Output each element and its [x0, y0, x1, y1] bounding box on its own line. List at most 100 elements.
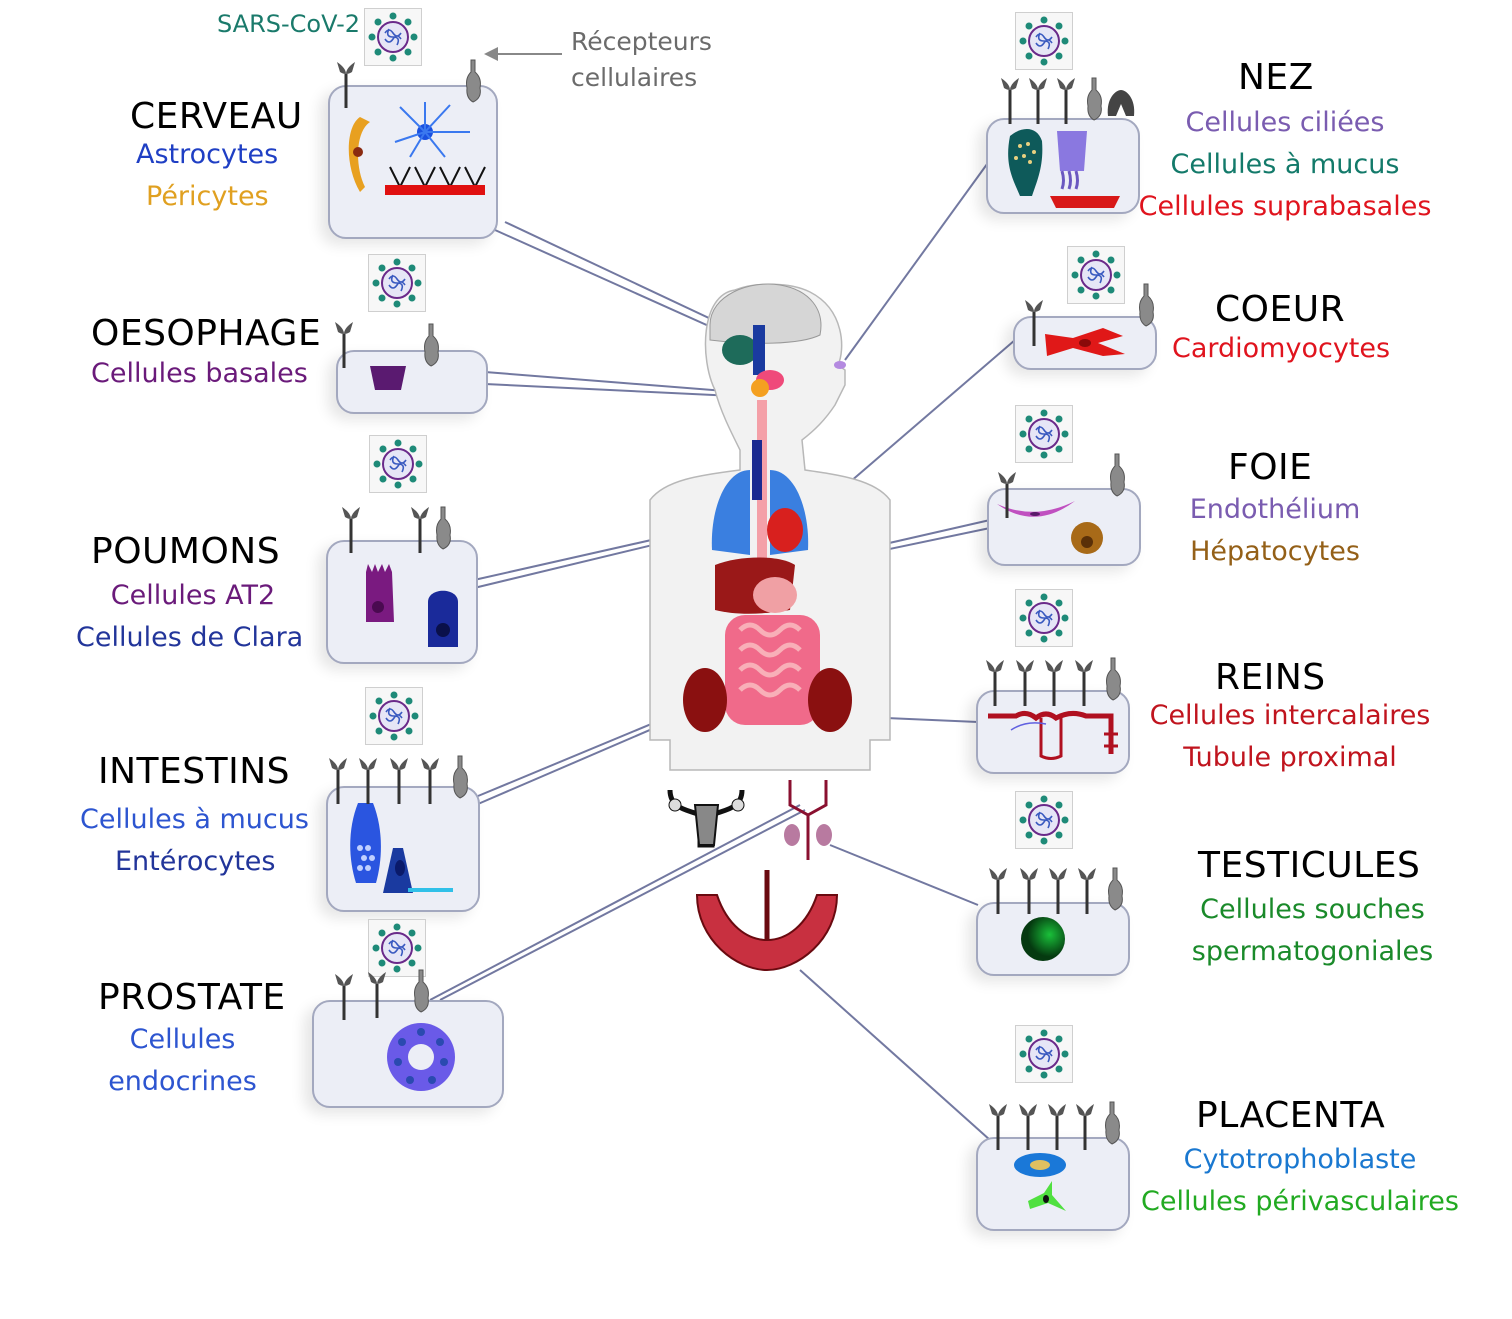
cell-label: Cellules à mucus	[80, 804, 309, 835]
nephron-illustration	[988, 710, 1118, 760]
cell-label: Cellules ciliées	[1185, 107, 1385, 138]
receptor-icon	[1043, 658, 1065, 708]
cell-box-poumons	[326, 540, 478, 664]
organ-title-nez: NEZ	[1238, 57, 1314, 98]
heart	[767, 508, 803, 552]
receptor-icon	[388, 756, 410, 806]
receptor-icon	[1107, 90, 1135, 116]
receptor-icon	[333, 972, 355, 1022]
virus-icon	[364, 8, 422, 66]
receptor-icon	[1073, 658, 1095, 708]
receptor-icon	[987, 866, 1009, 916]
receptor-icon	[1027, 76, 1049, 126]
cell-box-placenta	[976, 1137, 1130, 1231]
receptor-icon	[1014, 658, 1036, 708]
connector-placenta	[799, 969, 991, 1141]
male-reproductive	[784, 780, 832, 860]
cell-label: Endothélium	[1189, 494, 1361, 525]
virus-icon	[368, 254, 426, 312]
organ-title-prostate: PROSTATE	[98, 977, 286, 1018]
virus-icon	[1015, 12, 1073, 70]
receptor-icon	[1102, 656, 1124, 704]
receptor-icon	[1017, 1102, 1039, 1152]
organ-title-poumons: POUMONS	[91, 531, 281, 572]
salivary-gland-b	[751, 379, 769, 397]
receptor-icon	[335, 60, 357, 110]
receptor-icon	[1106, 452, 1128, 500]
virus-icon	[1067, 246, 1125, 304]
receptor-icon	[987, 1102, 1009, 1152]
receptor-icon	[333, 320, 355, 370]
lung-left	[711, 470, 750, 555]
cell-label: Astrocytes	[136, 139, 279, 170]
virus-icon	[1015, 1025, 1073, 1083]
cerebellum	[722, 335, 758, 365]
cell-label: Cellules périvasculaires	[1141, 1186, 1459, 1217]
cell-box-oesophage	[336, 350, 488, 414]
receptor-icon	[1018, 866, 1040, 916]
receptor-icon	[432, 505, 454, 553]
stomach	[753, 577, 797, 613]
cell-label: Cellules à mucus	[1170, 149, 1400, 180]
virus-icon	[369, 435, 427, 493]
cell-label: Péricytes	[146, 181, 269, 212]
receptor-icon	[1135, 282, 1157, 330]
organ-title-foie: FOIE	[1228, 447, 1313, 488]
cell-box-reins	[976, 690, 1130, 774]
receptor-icon	[1023, 298, 1045, 348]
goblet-enterocyte-illustration	[350, 803, 453, 893]
basal-cell-illustration	[370, 366, 406, 390]
nose-mark	[834, 361, 846, 369]
receptor-icon	[340, 505, 362, 555]
receptor-label-line2: cellulaires	[571, 63, 698, 92]
intestines	[725, 615, 820, 725]
liver-cells-illustration	[997, 501, 1103, 554]
endocrine-acinus-illustration	[387, 1023, 455, 1091]
at2-clara-illustration	[366, 564, 458, 647]
receptor-icon	[410, 968, 432, 1016]
organ-title-reins: REINS	[1215, 657, 1326, 698]
organ-title-intestins: INTESTINS	[98, 751, 291, 792]
receptor-icon	[1104, 866, 1126, 914]
placenta	[695, 870, 839, 972]
organ-title-coeur: COEUR	[1215, 289, 1346, 330]
organ-title-placenta: PLACENTA	[1196, 1095, 1386, 1136]
receptor-icon	[419, 756, 441, 806]
cell-label: Cellules basales	[91, 358, 308, 389]
receptor-icon	[999, 76, 1021, 126]
cell-label: Cytotrophoblaste	[1183, 1144, 1417, 1175]
cell-label: spermatogoniales	[1191, 936, 1434, 967]
receptor-icon	[420, 322, 442, 370]
receptor-icon	[449, 754, 471, 802]
receptor-icon	[1046, 1102, 1068, 1152]
spermatogonial-cell-illustration	[1021, 917, 1065, 961]
cell-label: Cardiomyocytes	[1172, 333, 1391, 364]
astrocyte-pericyte-illustration	[348, 102, 486, 195]
arrow-left-icon	[484, 47, 562, 61]
receptor-icon	[1055, 76, 1077, 126]
cell-label: Cellules souches	[1200, 894, 1425, 925]
trachea	[752, 440, 762, 500]
cell-box-testicules	[976, 902, 1130, 976]
receptor-icon	[327, 756, 349, 806]
cell-box-foie	[987, 488, 1141, 566]
small-intestine	[738, 622, 802, 698]
virus-icon	[368, 919, 426, 977]
nasal-cells-illustration	[1008, 129, 1120, 208]
virus-icon	[365, 687, 423, 745]
receptor-icon	[1076, 866, 1098, 916]
receptor-icon	[357, 756, 379, 806]
brainstem	[753, 325, 765, 375]
cell-label: Hépatocytes	[1190, 536, 1360, 567]
cell-label: Cellules de Clara	[76, 622, 304, 653]
receptor-icon	[1101, 1100, 1123, 1148]
receptor-icon	[1083, 76, 1105, 124]
cell-label: Cellules intercalaires	[1149, 700, 1431, 731]
cell-label: Cellules suprabasales	[1138, 191, 1432, 222]
organ-title-cerveau: CERVEAU	[130, 96, 303, 137]
cell-box-cerveau	[328, 85, 498, 239]
receptor-icon	[462, 58, 484, 106]
placenta-cells-illustration	[1014, 1153, 1066, 1211]
cardiomyocyte-illustration	[1045, 328, 1125, 356]
virus-icon	[1015, 589, 1073, 647]
